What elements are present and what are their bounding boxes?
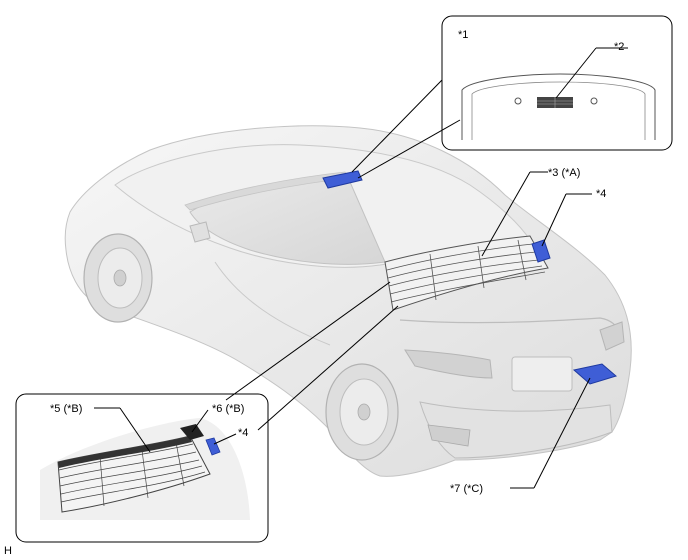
rear-window-grid bbox=[384, 235, 549, 311]
leader-lines bbox=[94, 47, 628, 489]
tail-light-right bbox=[599, 321, 625, 351]
callout-2: *2 bbox=[614, 41, 624, 53]
callout-4-top: *4 bbox=[596, 188, 606, 200]
inset-rear-window-detail bbox=[15, 393, 269, 543]
tail-light bbox=[404, 349, 493, 379]
callout-3: *3 (*A) bbox=[548, 167, 580, 179]
license-plate bbox=[511, 356, 573, 392]
bumper-vent bbox=[427, 424, 471, 447]
roof-antenna-component bbox=[322, 170, 363, 189]
callout-7: *7 (*C) bbox=[450, 483, 483, 495]
rear-wheel bbox=[325, 363, 399, 461]
rear-window-connector bbox=[531, 239, 551, 263]
callout-5: *5 (*B) bbox=[50, 403, 82, 415]
side-mirror bbox=[189, 221, 211, 243]
trunk-component bbox=[572, 363, 618, 385]
corner-mark: H bbox=[4, 545, 12, 557]
front-wheel bbox=[83, 233, 153, 323]
callout-6: *6 (*B) bbox=[212, 403, 244, 415]
callout-4-inset: *4 bbox=[238, 427, 248, 439]
car-illustration bbox=[64, 125, 632, 477]
inset-roof-detail bbox=[441, 15, 673, 151]
callout-1: *1 bbox=[458, 29, 468, 41]
